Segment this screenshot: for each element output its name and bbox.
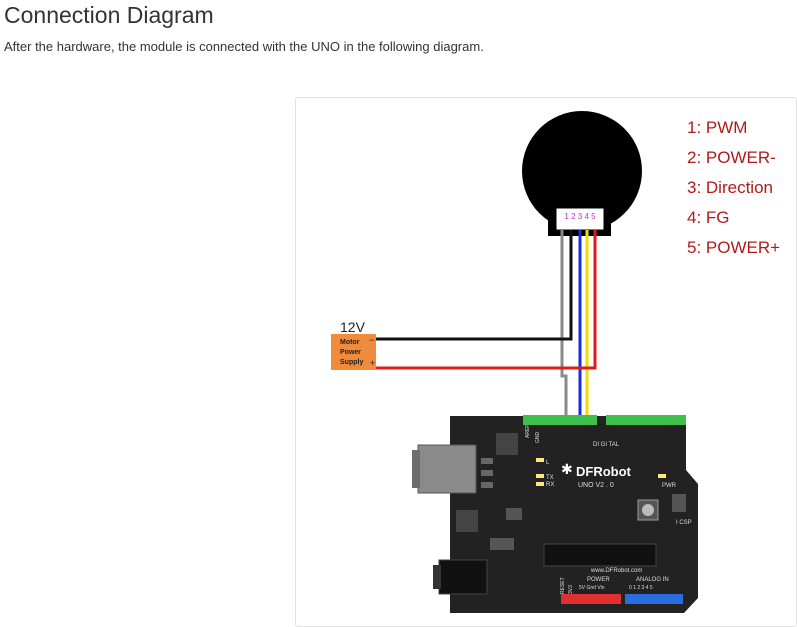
dc-jack-edge <box>433 565 441 589</box>
arduino-uno-board: DI GI TAL DFRobot ✱ UNO V2 . 0 PWR I CSP… <box>412 415 698 613</box>
board-component <box>456 510 478 532</box>
digital-header-right <box>606 415 686 425</box>
rx-label: RX <box>546 482 554 488</box>
analog-header <box>625 594 683 604</box>
reset-label: RESET <box>560 577 566 594</box>
power-header <box>561 594 621 604</box>
legend-pin-3: 3: Direction <box>687 178 773 197</box>
board-component <box>490 538 514 550</box>
dfrobot-logo-icon: ✱ <box>561 461 573 477</box>
board-brand: DFRobot <box>576 464 632 479</box>
board-component <box>506 508 522 520</box>
legend-pin-4: 4: FG <box>687 208 730 227</box>
page-description: After the hardware, the module is connec… <box>4 39 484 54</box>
wire-power-plus-red <box>376 230 597 370</box>
tx-label: TX <box>546 475 554 481</box>
led-tx <box>536 474 544 478</box>
l-label: L <box>546 460 550 466</box>
pin-legend: 1: PWM 2: POWER- 3: Direction 4: FG 5: P… <box>687 118 780 257</box>
legend-pin-2: 2: POWER- <box>687 148 776 167</box>
reset-button-cap <box>642 504 654 516</box>
analog-label: ANALOG IN <box>636 577 669 583</box>
gnd-label: GND <box>535 432 541 444</box>
motor-body <box>522 111 642 231</box>
supply-box <box>331 334 376 370</box>
connection-diagram-figure: 1 2 3 4 5 1: PWM 2: POWER- 3: Direction … <box>295 97 797 627</box>
supply-plus-sign: + <box>370 358 375 368</box>
v33-label: 3V3 <box>568 585 574 594</box>
icsp-label: I CSP <box>676 520 692 526</box>
board-model: UNO V2 . 0 <box>578 482 614 489</box>
power-label: POWER <box>587 577 610 583</box>
board-component <box>481 470 493 476</box>
legend-pin-1: 1: PWM <box>687 118 747 137</box>
supply-minus-sign: − <box>369 335 374 345</box>
connection-diagram-svg: 1 2 3 4 5 1: PWM 2: POWER- 3: Direction … <box>331 111 780 613</box>
board-component <box>481 458 493 464</box>
legend-pin-5: 5: POWER+ <box>687 238 780 257</box>
supply-label-line-3: Supply <box>340 359 363 366</box>
power-pins-label: 5V Gnd Vin <box>579 585 605 591</box>
motor-power-supply: 12V Motor Power Supply − + <box>331 319 376 370</box>
supply-voltage-label: 12V <box>340 319 366 335</box>
wire-pwm-gray <box>560 230 568 418</box>
led-rx <box>536 482 544 486</box>
page-title: Connection Diagram <box>4 2 214 28</box>
wire-power-minus-black <box>376 230 573 341</box>
digital-header-left <box>523 415 597 425</box>
led-pwr <box>658 474 666 478</box>
icsp2-header <box>496 433 518 455</box>
usb-port-edge <box>412 450 420 488</box>
analog-pins-label: 0 1 2 3 4 5 <box>629 585 653 591</box>
board-component <box>481 482 493 488</box>
aref-label: AREF <box>525 425 531 438</box>
usb-port <box>417 444 477 494</box>
website-label: www.DFRobot.com <box>590 568 642 574</box>
pwr-label: PWR <box>662 483 677 489</box>
led-l <box>536 458 544 462</box>
connector-pin-numbers: 1 2 3 4 5 <box>564 212 596 221</box>
wires <box>376 230 597 418</box>
microcontroller-chip <box>543 543 657 567</box>
dc-jack <box>438 559 488 595</box>
icsp-header <box>672 494 686 512</box>
digital-label: DI GI TAL <box>593 442 620 448</box>
supply-label-line-2: Power <box>340 349 361 356</box>
motor: 1 2 3 4 5 <box>522 111 642 236</box>
supply-label-line-1: Motor <box>340 339 360 346</box>
